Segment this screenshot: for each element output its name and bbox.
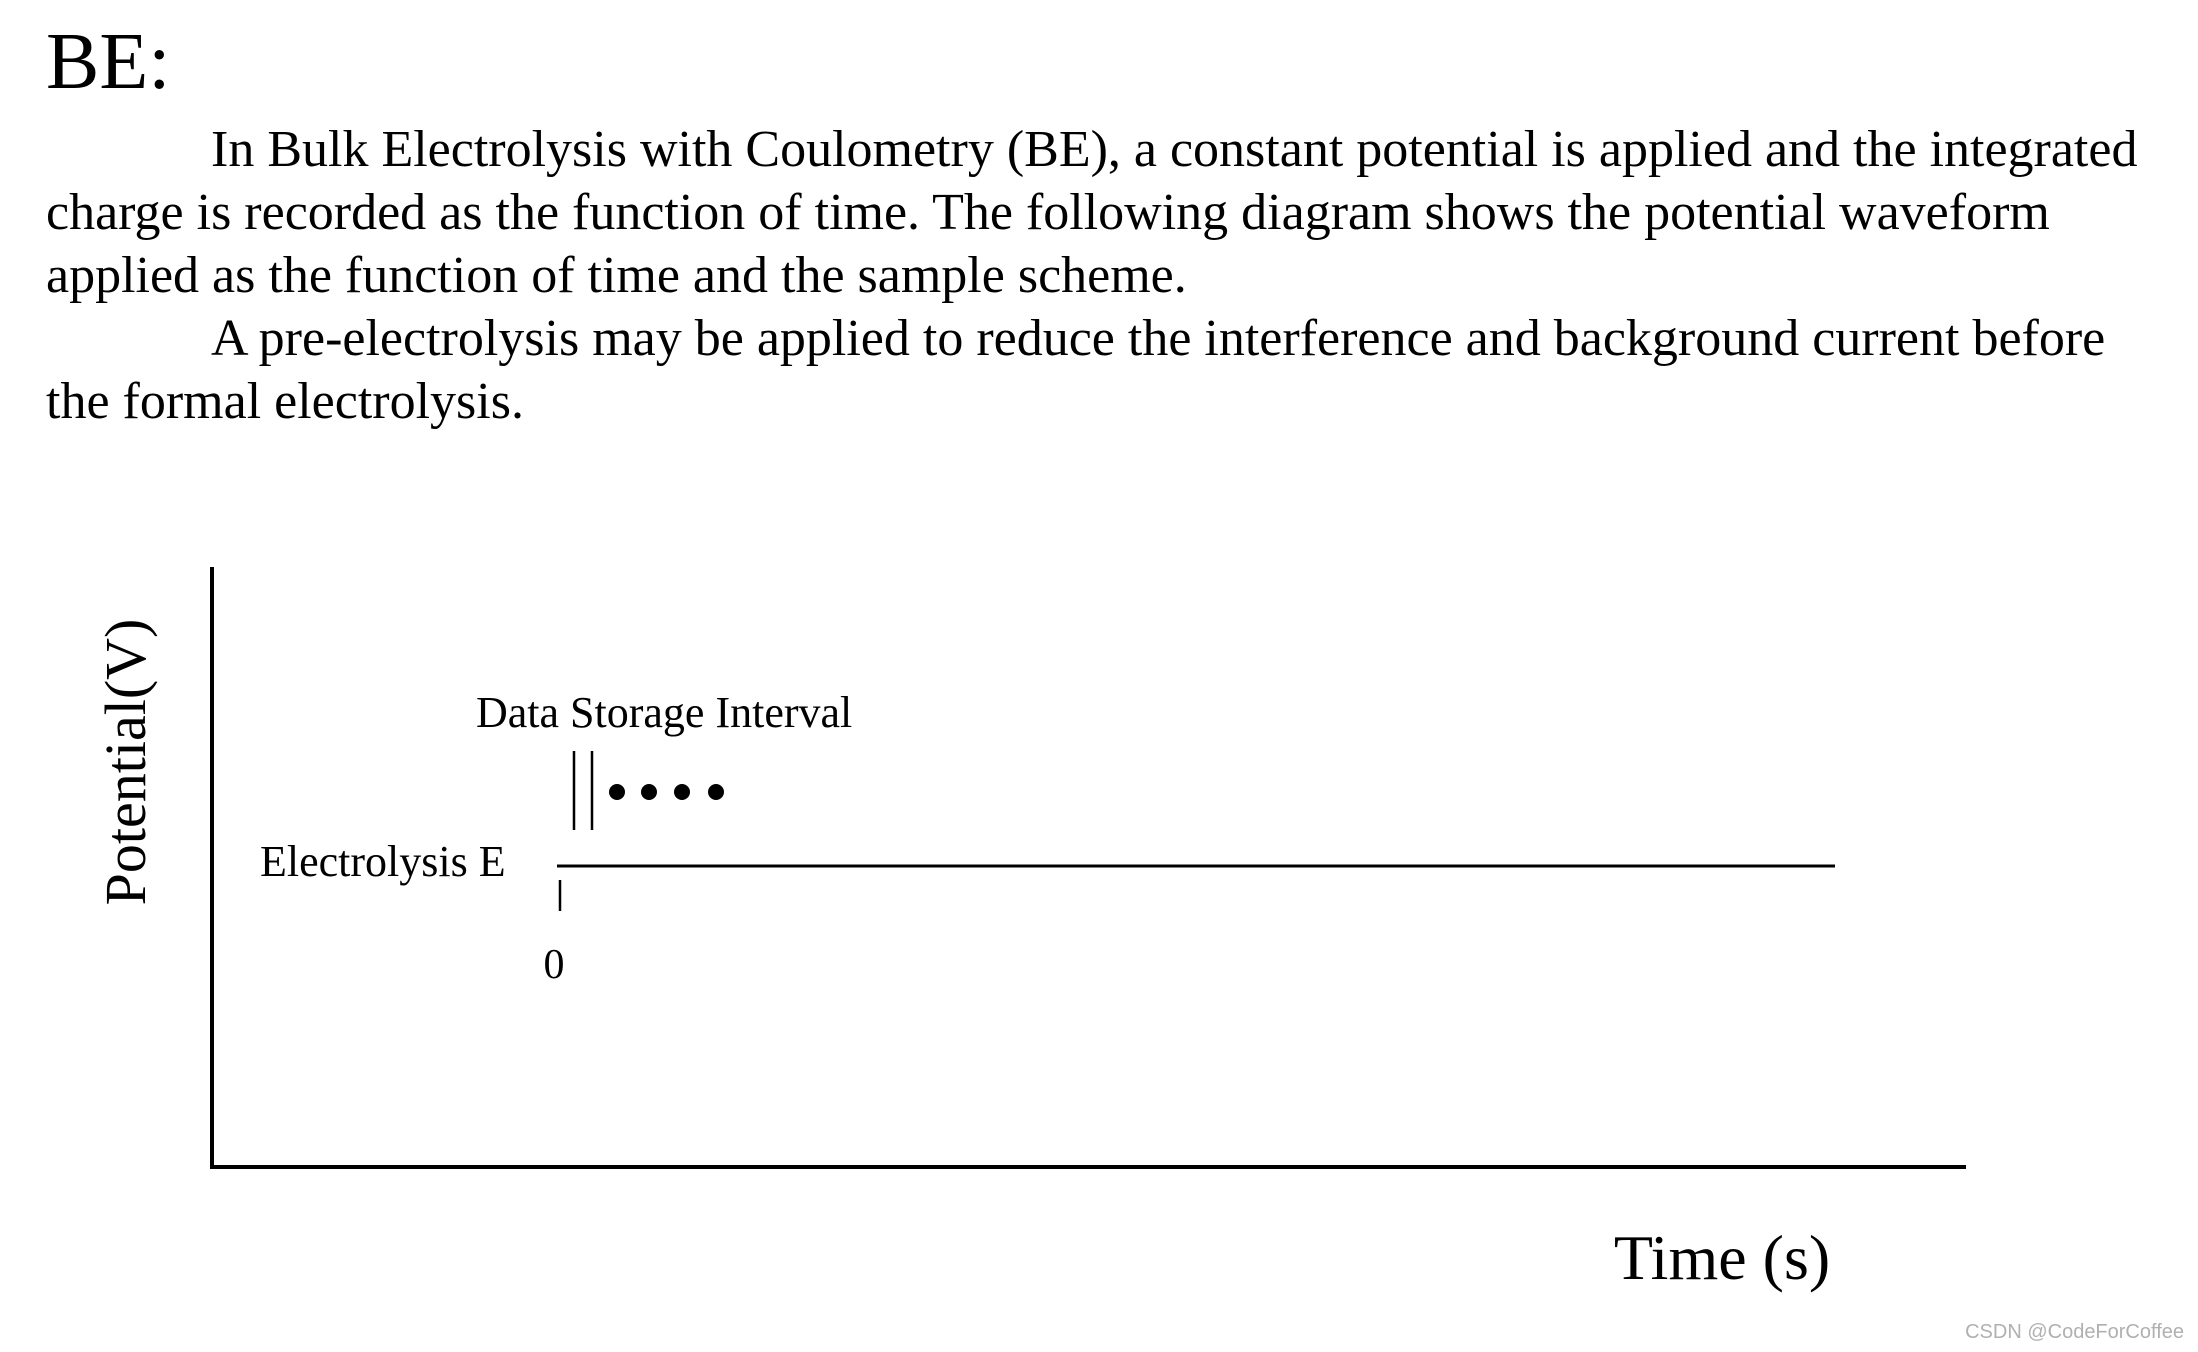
data-storage-interval-label: Data Storage Interval bbox=[476, 688, 852, 737]
sample-dots bbox=[609, 784, 724, 800]
y-axis-label: Potential(V) bbox=[93, 619, 158, 906]
sample-dot bbox=[609, 784, 625, 800]
page-heading: BE: bbox=[46, 18, 171, 106]
watermark: CSDN @CodeForCoffee bbox=[1965, 1321, 2184, 1343]
description-text: In Bulk Electrolysis with Coulometry (BE… bbox=[46, 118, 2176, 433]
sample-dot bbox=[674, 784, 690, 800]
sample-dot bbox=[708, 784, 724, 800]
sample-dot bbox=[641, 784, 657, 800]
paragraph-pre-electrolysis: A pre-electrolysis may be applied to red… bbox=[46, 310, 2106, 430]
time-zero-label: 0 bbox=[544, 942, 565, 988]
x-axis-label: Time (s) bbox=[1614, 1222, 1830, 1293]
paragraph-intro: In Bulk Electrolysis with Coulometry (BE… bbox=[46, 121, 2138, 304]
electrolysis-e-label: Electrolysis E bbox=[260, 837, 506, 886]
